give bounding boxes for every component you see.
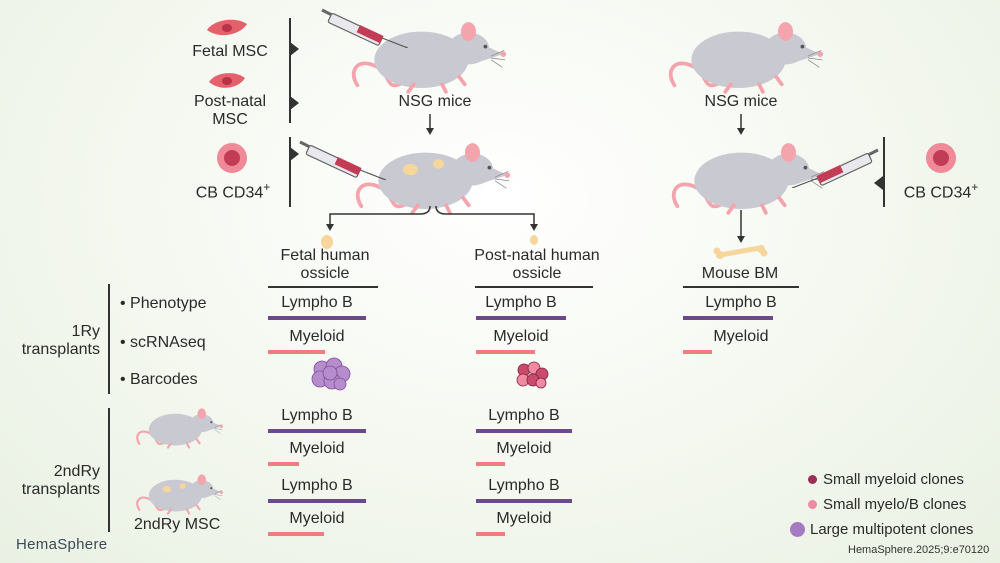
mouse-lympho-bar [683, 316, 773, 320]
syringe-icon [320, 8, 410, 48]
postnatal-myeloid-label: Myeloid [493, 328, 549, 345]
small-myeloid-clones-icon [808, 475, 817, 484]
legend-item: Small myelo/B clones [790, 495, 973, 514]
syringe-icon [790, 148, 880, 188]
postnatal-ossicle-header-1: Post-natal human [474, 247, 600, 264]
mouse-bm-header: Mouse BM [701, 265, 779, 282]
postnatal-myeloid-bar [476, 350, 536, 354]
bracket-line [289, 137, 291, 207]
small-myelo-b-clones-icon [808, 500, 817, 509]
nsg-mice-left-label: NSG mice [398, 93, 472, 110]
fetal-myeloid-label: Myeloid [289, 328, 345, 345]
cb-cd34-right-label: CB CD34+ [903, 180, 979, 202]
nsg-mouse-with-ossicles [352, 135, 512, 221]
fetal-lympho-bar [268, 316, 366, 320]
fetal-myeloid-bar [268, 350, 325, 354]
sec2-post-lympho-bar [476, 499, 572, 503]
bullet-barcodes: • Barcodes [120, 371, 198, 388]
bullet-scrnaseq: • scRNAseq [120, 334, 206, 351]
sec1-post-lympho-bar [476, 429, 572, 433]
bracket-line [289, 18, 291, 123]
secondary-mouse-icon [134, 404, 224, 452]
secondary-group-label-1: 2ndRy [53, 463, 100, 480]
sec2-fetal-myeloid-label: Myeloid [289, 510, 345, 527]
bracket-line [883, 137, 885, 207]
mixed-clones-icon [516, 361, 549, 389]
mouse-lympho-label: Lympho B [705, 294, 777, 311]
primary-group-label-1: 1Ry [71, 323, 100, 340]
large-multipotent-clones-icon [790, 522, 805, 537]
cd34-cell-icon [217, 143, 247, 173]
fetal-msc-label: Fetal MSC [192, 43, 268, 60]
header-underline [268, 286, 378, 288]
cb-cd34-left-label: CB CD34+ [195, 180, 271, 202]
nsg-mouse-right-top [665, 14, 825, 100]
sec1-fetal-myeloid-label: Myeloid [289, 440, 345, 457]
sec1-fetal-lympho-bar [268, 429, 366, 433]
legend-item: Large multipotent clones [790, 520, 973, 539]
fetal-lympho-label: Lympho B [281, 294, 353, 311]
down-arrow-icon [426, 114, 434, 135]
group-bracket [108, 408, 110, 532]
fetal-ossicle-icon [321, 235, 333, 249]
sec1-post-myeloid-label: Myeloid [496, 440, 552, 457]
bone-icon [713, 245, 768, 259]
postnatal-ossicle-icon [530, 235, 538, 245]
header-underline [683, 286, 799, 288]
mouse-myeloid-bar [683, 350, 712, 354]
arrowhead-icon [874, 176, 883, 190]
sec1-post-lympho-label: Lympho B [488, 407, 560, 424]
down-arrow-icon [737, 114, 745, 135]
large-multipotent-clones-icon [311, 357, 351, 391]
sec2-fetal-lympho-bar [268, 499, 366, 503]
sec2-fetal-myeloid-bar [268, 532, 324, 536]
legend: Small myeloid clones Small myelo/B clone… [790, 470, 973, 539]
down-arrow-icon [737, 210, 745, 243]
postnatal-msc-cell-icon [209, 73, 245, 88]
secondary-msc-label: 2ndRy MSC [134, 516, 221, 533]
cd34-cell-icon [926, 143, 956, 173]
nsg-mice-right-label: NSG mice [704, 93, 778, 110]
sec2-post-lympho-label: Lympho B [488, 477, 560, 494]
fetal-ossicle-header-1: Fetal human [280, 247, 370, 264]
fetal-msc-cell-icon [207, 19, 247, 36]
group-bracket [108, 284, 110, 394]
sec2-post-myeloid-label: Myeloid [496, 510, 552, 527]
arrowhead-icon [290, 96, 299, 110]
secondary-group-label-2: transplants [21, 481, 100, 498]
postnatal-ossicle-header-2: ossicle [512, 265, 562, 282]
syringe-icon [298, 140, 388, 180]
primary-group-label-2: transplants [21, 341, 100, 358]
mouse-myeloid-label: Myeloid [713, 328, 769, 345]
bullet-phenotype: • Phenotype [120, 295, 207, 312]
citation: HemaSphere.2025;9:e70120 [848, 544, 990, 556]
sec1-fetal-myeloid-bar [268, 462, 300, 466]
postnatal-msc-label-2: MSC [212, 111, 248, 128]
secondary-msc-mouse-icon [134, 470, 224, 518]
sec1-fetal-lympho-label: Lympho B [281, 407, 353, 424]
sec1-post-myeloid-bar [476, 462, 505, 466]
fetal-ossicle-header-2: ossicle [300, 265, 350, 282]
arrowhead-icon [290, 147, 299, 161]
legend-item: Small myeloid clones [790, 470, 973, 489]
header-underline [475, 286, 593, 288]
sec2-fetal-lympho-label: Lympho B [281, 477, 353, 494]
postnatal-lympho-bar [476, 316, 566, 320]
sec2-post-myeloid-bar [476, 532, 505, 536]
brand-logo: HemaSphere [16, 536, 108, 553]
split-arrows [326, 205, 538, 231]
postnatal-lympho-label: Lympho B [485, 294, 557, 311]
postnatal-msc-label-1: Post-natal [193, 93, 267, 110]
arrowhead-icon [290, 42, 299, 56]
